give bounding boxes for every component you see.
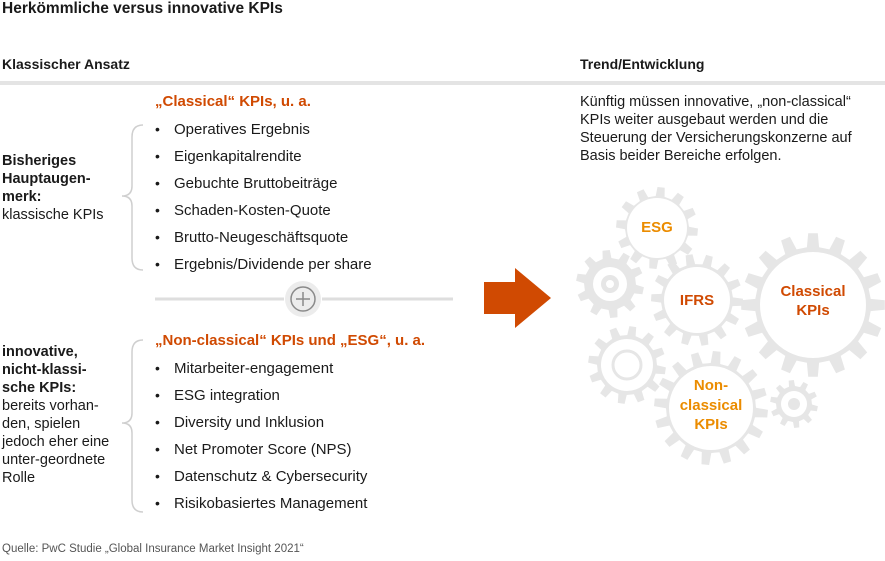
gear-label-non-line2: classical: [680, 397, 743, 414]
header-divider: [0, 81, 885, 85]
gear-label-esg: ESG: [641, 219, 673, 236]
side-label-classical: Bisheriges Hauptaugen-merk: klassische K…: [2, 152, 117, 224]
list-item: • Eigenkapitalrendite: [155, 143, 372, 170]
header-classic-approach: Klassischer Ansatz: [2, 56, 130, 72]
list-item-label: Gebuchte Bruttobeiträge: [174, 175, 338, 192]
gear-label-non-line3: KPIs: [694, 416, 727, 433]
list-item-label: Operatives Ergebnis: [174, 121, 310, 138]
gear-ifrs: [651, 254, 743, 346]
list-item-label: Brutto-Neugeschäftsquote: [174, 229, 349, 246]
list-item-label: Diversity und Inklusion: [174, 414, 325, 431]
nonclassical-kpis-title: „Non-classical“ KPIs und „ESG“, u. a.: [155, 332, 426, 349]
side-label-classical-bold: Bisheriges Hauptaugen-merk:: [2, 153, 91, 205]
brace-nonclassical: [121, 339, 144, 513]
list-item-label: Datenschutz & Cybersecurity: [174, 468, 368, 485]
trend-description: Künftig müssen innovative, „non-classica…: [580, 94, 852, 164]
nonclassical-kpis-list: • Mitarbeiter-engagement • ESG integration…: [155, 355, 367, 517]
bullet-icon: •: [155, 414, 160, 430]
plus-icon: [285, 281, 321, 317]
gear-esg: [616, 187, 698, 269]
list-item-label: Mitarbeiter-engagement: [174, 360, 334, 377]
page-title: Herkömmliche versus innovative KPIs: [2, 0, 283, 17]
gear-small-right: [770, 380, 818, 428]
list-item-label: Schaden-Kosten-Quote: [174, 202, 331, 219]
bullet-icon: •: [155, 175, 160, 191]
list-item: • Schaden-Kosten-Quote: [155, 197, 372, 224]
gears-illustration: [576, 187, 885, 465]
list-item: • ESG integration: [155, 382, 367, 409]
bullet-icon: •: [155, 202, 160, 218]
bullet-icon: •: [155, 121, 160, 137]
bullet-icon: •: [155, 360, 160, 376]
bullet-icon: •: [155, 495, 160, 511]
bullet-icon: •: [155, 148, 160, 164]
side-label-innovative: innovative, nicht-klassi-sche KPIs: bere…: [2, 343, 117, 487]
list-item: • Ergebnis/Dividende per share: [155, 251, 372, 278]
arrow-right-icon: [484, 268, 551, 328]
list-item: • Gebuchte Bruttobeiträge: [155, 170, 372, 197]
gear-label-ifrs: IFRS: [680, 292, 714, 309]
list-item: • Net Promoter Score (NPS): [155, 436, 367, 463]
side-label-innovative-bold: innovative, nicht-klassi-sche KPIs:: [2, 344, 87, 396]
list-item-label: Risikobasiertes Management: [174, 495, 368, 512]
side-label-classical-normal: klassische KPIs: [2, 207, 104, 223]
list-item-label: Ergebnis/Dividende per share: [174, 256, 372, 273]
list-item: • Operatives Ergebnis: [155, 116, 372, 143]
gear-label-non-line1: Non-: [694, 377, 728, 394]
brace-classical: [121, 124, 144, 271]
list-item-label: ESG integration: [174, 387, 280, 404]
gear-lower-left: [588, 326, 666, 404]
side-label-innovative-normal: bereits vorhan-den, spielen jedoch eher …: [2, 398, 110, 486]
gear-classical: [741, 233, 885, 377]
gear-small-left: [576, 250, 644, 318]
header-trend: Trend/Entwicklung: [580, 56, 705, 72]
bullet-icon: •: [155, 387, 160, 403]
source-note: Quelle: PwC Studie „Global Insurance Mar…: [2, 543, 304, 555]
classical-kpis-list: • Operatives Ergebnis • Eigenkapitalrendit…: [155, 116, 372, 278]
gear-label-classical-line1: Classical: [780, 283, 845, 300]
bullet-icon: •: [155, 468, 160, 484]
gear-nonclassical: [654, 351, 768, 465]
gear-label-classical-line2: KPIs: [796, 302, 829, 319]
list-item: • Brutto-Neugeschäftsquote: [155, 224, 372, 251]
list-item: • Risikobasiertes Management: [155, 490, 367, 517]
list-item-label: Net Promoter Score (NPS): [174, 441, 352, 458]
list-item: • Mitarbeiter-engagement: [155, 355, 367, 382]
list-item: • Diversity und Inklusion: [155, 409, 367, 436]
bullet-icon: •: [155, 229, 160, 245]
bullet-icon: •: [155, 441, 160, 457]
classical-kpis-title: „Classical“ KPIs, u. a.: [155, 93, 311, 110]
list-item-label: Eigenkapitalrendite: [174, 148, 302, 165]
bullet-icon: •: [155, 256, 160, 272]
list-item: • Datenschutz & Cybersecurity: [155, 463, 367, 490]
